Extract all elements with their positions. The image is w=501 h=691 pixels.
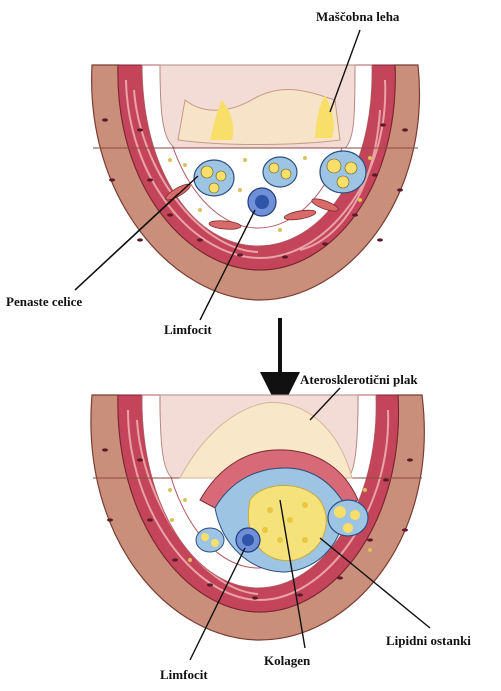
- foam-cell-1: [194, 160, 234, 196]
- label-fatty-streak: Maščobna leha: [316, 9, 400, 24]
- artery-bottom: [91, 395, 424, 640]
- lymphocyte-bottom-cell: [236, 528, 260, 552]
- foam-cell-2: [263, 157, 297, 187]
- foam-cell-3: [320, 151, 366, 193]
- label-foam-cells: Penaste celice: [6, 294, 82, 309]
- label-lymphocyte-top: Limfocit: [164, 322, 212, 337]
- foam-cell-bottom-right: [328, 500, 368, 536]
- lymphocyte-top-cell: [248, 188, 276, 216]
- foam-cell-bottom-left: [196, 528, 224, 552]
- label-collagen: Kolagen: [264, 653, 311, 668]
- artery-top: [92, 65, 420, 300]
- label-lipid-remnants: Lipidni ostanki: [386, 633, 471, 648]
- label-lymphocyte-bottom: Limfocit: [160, 667, 208, 682]
- label-atherosclerotic-plaque: Aterosklerotični plak: [300, 372, 418, 387]
- lipid-core: [248, 485, 326, 560]
